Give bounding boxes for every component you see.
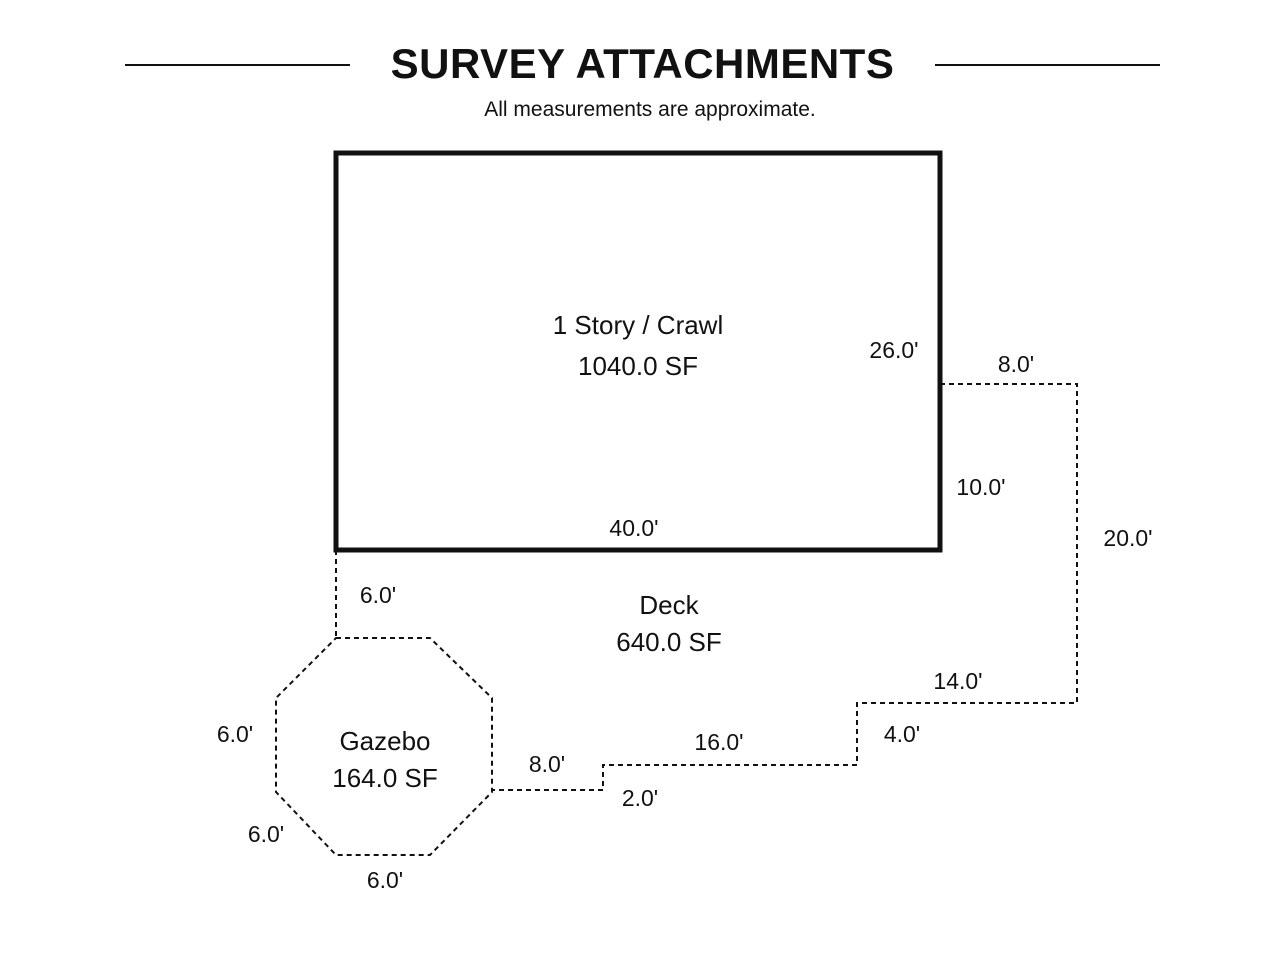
house-outline — [333, 150, 943, 553]
dim-gazebo-side-left: 6.0' — [217, 721, 253, 747]
gazebo-name-label: Gazebo — [339, 726, 430, 756]
dim-deck-top: 8.0' — [998, 351, 1034, 377]
dim-deck-upper-left: 10.0' — [956, 474, 1005, 500]
dim-gazebo-side-lower-left: 6.0' — [248, 821, 284, 847]
dim-gazebo-left-connector: 6.0' — [360, 582, 396, 608]
dim-house-bottom: 40.0' — [609, 515, 658, 541]
deck-name-label: Deck — [639, 590, 699, 620]
dim-gazebo-side-bottom: 6.0' — [367, 867, 403, 893]
dim-house-right: 26.0' — [869, 337, 918, 363]
dim-deck-step-down: 4.0' — [884, 721, 920, 747]
dim-deck-lower-top: 14.0' — [933, 668, 982, 694]
deck-outline — [492, 383, 1078, 791]
house-area-label: 1040.0 SF — [578, 351, 698, 381]
deck-area-label: 640.0 SF — [616, 627, 722, 657]
gazebo-area-label: 164.0 SF — [332, 763, 438, 793]
gazebo-outline — [275, 637, 493, 856]
dim-deck-to-gazebo: 8.0' — [529, 751, 565, 777]
house-name-label: 1 Story / Crawl — [553, 310, 724, 340]
page-title: SURVEY ATTACHMENTS — [390, 40, 895, 87]
page-subtitle: All measurements are approximate. — [484, 98, 816, 121]
dim-deck-middle: 16.0' — [694, 729, 743, 755]
dim-deck-right: 20.0' — [1103, 525, 1152, 551]
title-right-rule — [935, 64, 1160, 66]
dim-deck-small-step: 2.0' — [622, 785, 658, 811]
title-left-rule — [125, 64, 350, 66]
